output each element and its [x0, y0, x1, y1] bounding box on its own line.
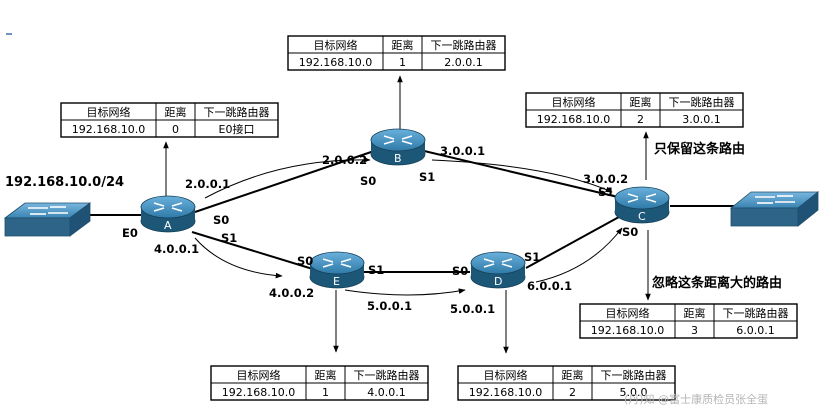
table-cell-dest: 192.168.10.0: [469, 386, 542, 399]
router-a: A: [140, 195, 196, 233]
table-header-dist: 距离: [315, 368, 337, 382]
router-arrows-icon: [483, 258, 513, 268]
arrow-d-to-c: [535, 227, 623, 283]
router-label: D: [494, 275, 502, 288]
table-cell-dist: 1: [322, 386, 329, 399]
table-header-dist: 距离: [165, 105, 187, 119]
router-label: E: [333, 275, 340, 288]
table-header-dist: 距离: [562, 368, 584, 382]
if-e-s0: S0: [297, 254, 313, 268]
table-cell-dist: 2: [569, 386, 576, 399]
addr-b-2002: 2.0.0.2: [322, 153, 367, 167]
addr-b-3001: 3.0.0.1: [440, 144, 485, 158]
arrow-e-to-d: [344, 288, 466, 296]
table-header-dest: 目标网络: [606, 306, 650, 320]
if-c-s1: S1: [598, 185, 614, 199]
routing-table-d: 目标网络 192.168.10.0 距离 2 下一跳路由器 5.0.0: [457, 365, 676, 401]
routing-table-a: 目标网络 192.168.10.0 距离 0 下一跳路由器 E0接口: [60, 102, 279, 138]
propagation-arrows: [194, 157, 623, 296]
router-label: B: [394, 152, 402, 165]
table-header-next: 下一跳路由器: [723, 306, 789, 320]
if-d-s0: S0: [452, 264, 468, 278]
table-cell-dest: 192.168.10.0: [537, 113, 610, 126]
addr-d-5001: 5.0.0.1: [450, 302, 495, 316]
table-header-next: 下一跳路由器: [354, 368, 420, 382]
table-cell-next: 2.0.0.1: [444, 56, 482, 69]
router-label: C: [638, 210, 646, 223]
switch-arrows-icon: [28, 206, 68, 215]
switch-left: [3, 202, 92, 237]
table-header-next: 下一跳路由器: [204, 105, 270, 119]
watermark: (丹)知 @富士康质检员张全蛋: [624, 392, 768, 405]
routing-table-c2: 目标网络 192.168.10.0 距离 3 下一跳路由器 6.0.0.1: [579, 303, 798, 339]
router-c: C: [614, 186, 670, 224]
routing-table-c: 目标网络 192.168.10.0 距离 2 下一跳路由器 3.0.0.1: [525, 92, 744, 128]
if-e-s1: S1: [368, 263, 384, 277]
links: [90, 149, 740, 273]
table-cell-next: 6.0.0.1: [736, 324, 774, 337]
if-c-s0: S0: [622, 225, 638, 239]
table-cell-dist: 2: [637, 113, 644, 126]
if-a-e0: E0: [122, 226, 138, 240]
if-b-s1: S1: [419, 170, 435, 184]
if-b-s0: S0: [360, 174, 376, 188]
table-cell-next: 3.0.0.1: [682, 113, 720, 126]
table-cell-dest: 192.168.10.0: [299, 56, 372, 69]
routing-table-b: 目标网络 192.168.10.0 距离 1 下一跳路由器 2.0.0.1: [287, 35, 506, 71]
router-d: D: [470, 251, 526, 289]
if-a-s0: S0: [213, 213, 229, 227]
table-cell-dest: 192.168.10.0: [591, 324, 664, 337]
table-cell-next: 5.0.0: [620, 386, 648, 399]
switch-right: [729, 191, 820, 227]
table-arrows: [163, 75, 651, 354]
table-cell-dist: 0: [172, 123, 179, 136]
table-header-dest: 目标网络: [314, 38, 358, 52]
table-cell-next: E0接口: [219, 123, 255, 136]
router-arrows-icon: [627, 193, 657, 203]
table-header-dest: 目标网络: [484, 368, 528, 382]
addr-e-5001: 5.0.0.1: [367, 299, 412, 313]
link-d-c: [525, 211, 629, 269]
table-header-dist: 距离: [630, 95, 652, 109]
table-header-dist: 距离: [392, 38, 414, 52]
if-a-s1: S1: [221, 231, 237, 245]
addr-c-3002: 3.0.0.2: [583, 172, 628, 186]
table-cell-dest: 192.168.10.0: [72, 123, 145, 136]
link-b-c: [419, 149, 623, 199]
table-header-dest: 目标网络: [87, 105, 131, 119]
addr-d-6001: 6.0.0.1: [527, 279, 572, 293]
network-label: 192.168.10.0/24: [5, 175, 124, 190]
note-ignore-route: 忽略这条距离大的路由: [652, 275, 782, 291]
router-e: E: [309, 251, 365, 289]
arrow-b-to-c: [431, 159, 613, 193]
table-header-next: 下一跳路由器: [601, 368, 667, 382]
note-keep-route: 只保留这条路由: [654, 141, 745, 157]
addr-a-4001: 4.0.0.1: [154, 242, 199, 256]
table-header-dest: 目标网络: [552, 95, 596, 109]
table-header-dist: 距离: [684, 306, 706, 320]
routing-table-e: 目标网络 192.168.10.0 距离 1 下一跳路由器 4.0.0.1: [210, 365, 429, 401]
table-cell-dist: 1: [399, 56, 406, 69]
addr-e-4002: 4.0.0.2: [269, 286, 314, 300]
router-arrows-icon: [383, 135, 413, 145]
addr-a-2001: 2.0.0.1: [185, 177, 230, 191]
if-d-s1: S1: [524, 250, 540, 264]
table-header-dest: 目标网络: [237, 368, 281, 382]
table-header-next: 下一跳路由器: [669, 95, 735, 109]
arrow-a-to-b: [204, 157, 371, 199]
router-arrows-icon: [153, 202, 183, 212]
table-cell-dist: 3: [691, 324, 698, 337]
router-b: B: [370, 128, 426, 166]
link-a-e: [191, 231, 317, 271]
table-header-next: 下一跳路由器: [431, 38, 497, 52]
table-cell-dest: 192.168.10.0: [222, 386, 295, 399]
table-cell-next: 4.0.0.1: [367, 386, 405, 399]
router-arrows-icon: [322, 258, 352, 268]
switch-arrows-icon: [755, 195, 795, 204]
router-label: A: [164, 219, 172, 232]
arrow-a-to-e: [194, 237, 283, 279]
